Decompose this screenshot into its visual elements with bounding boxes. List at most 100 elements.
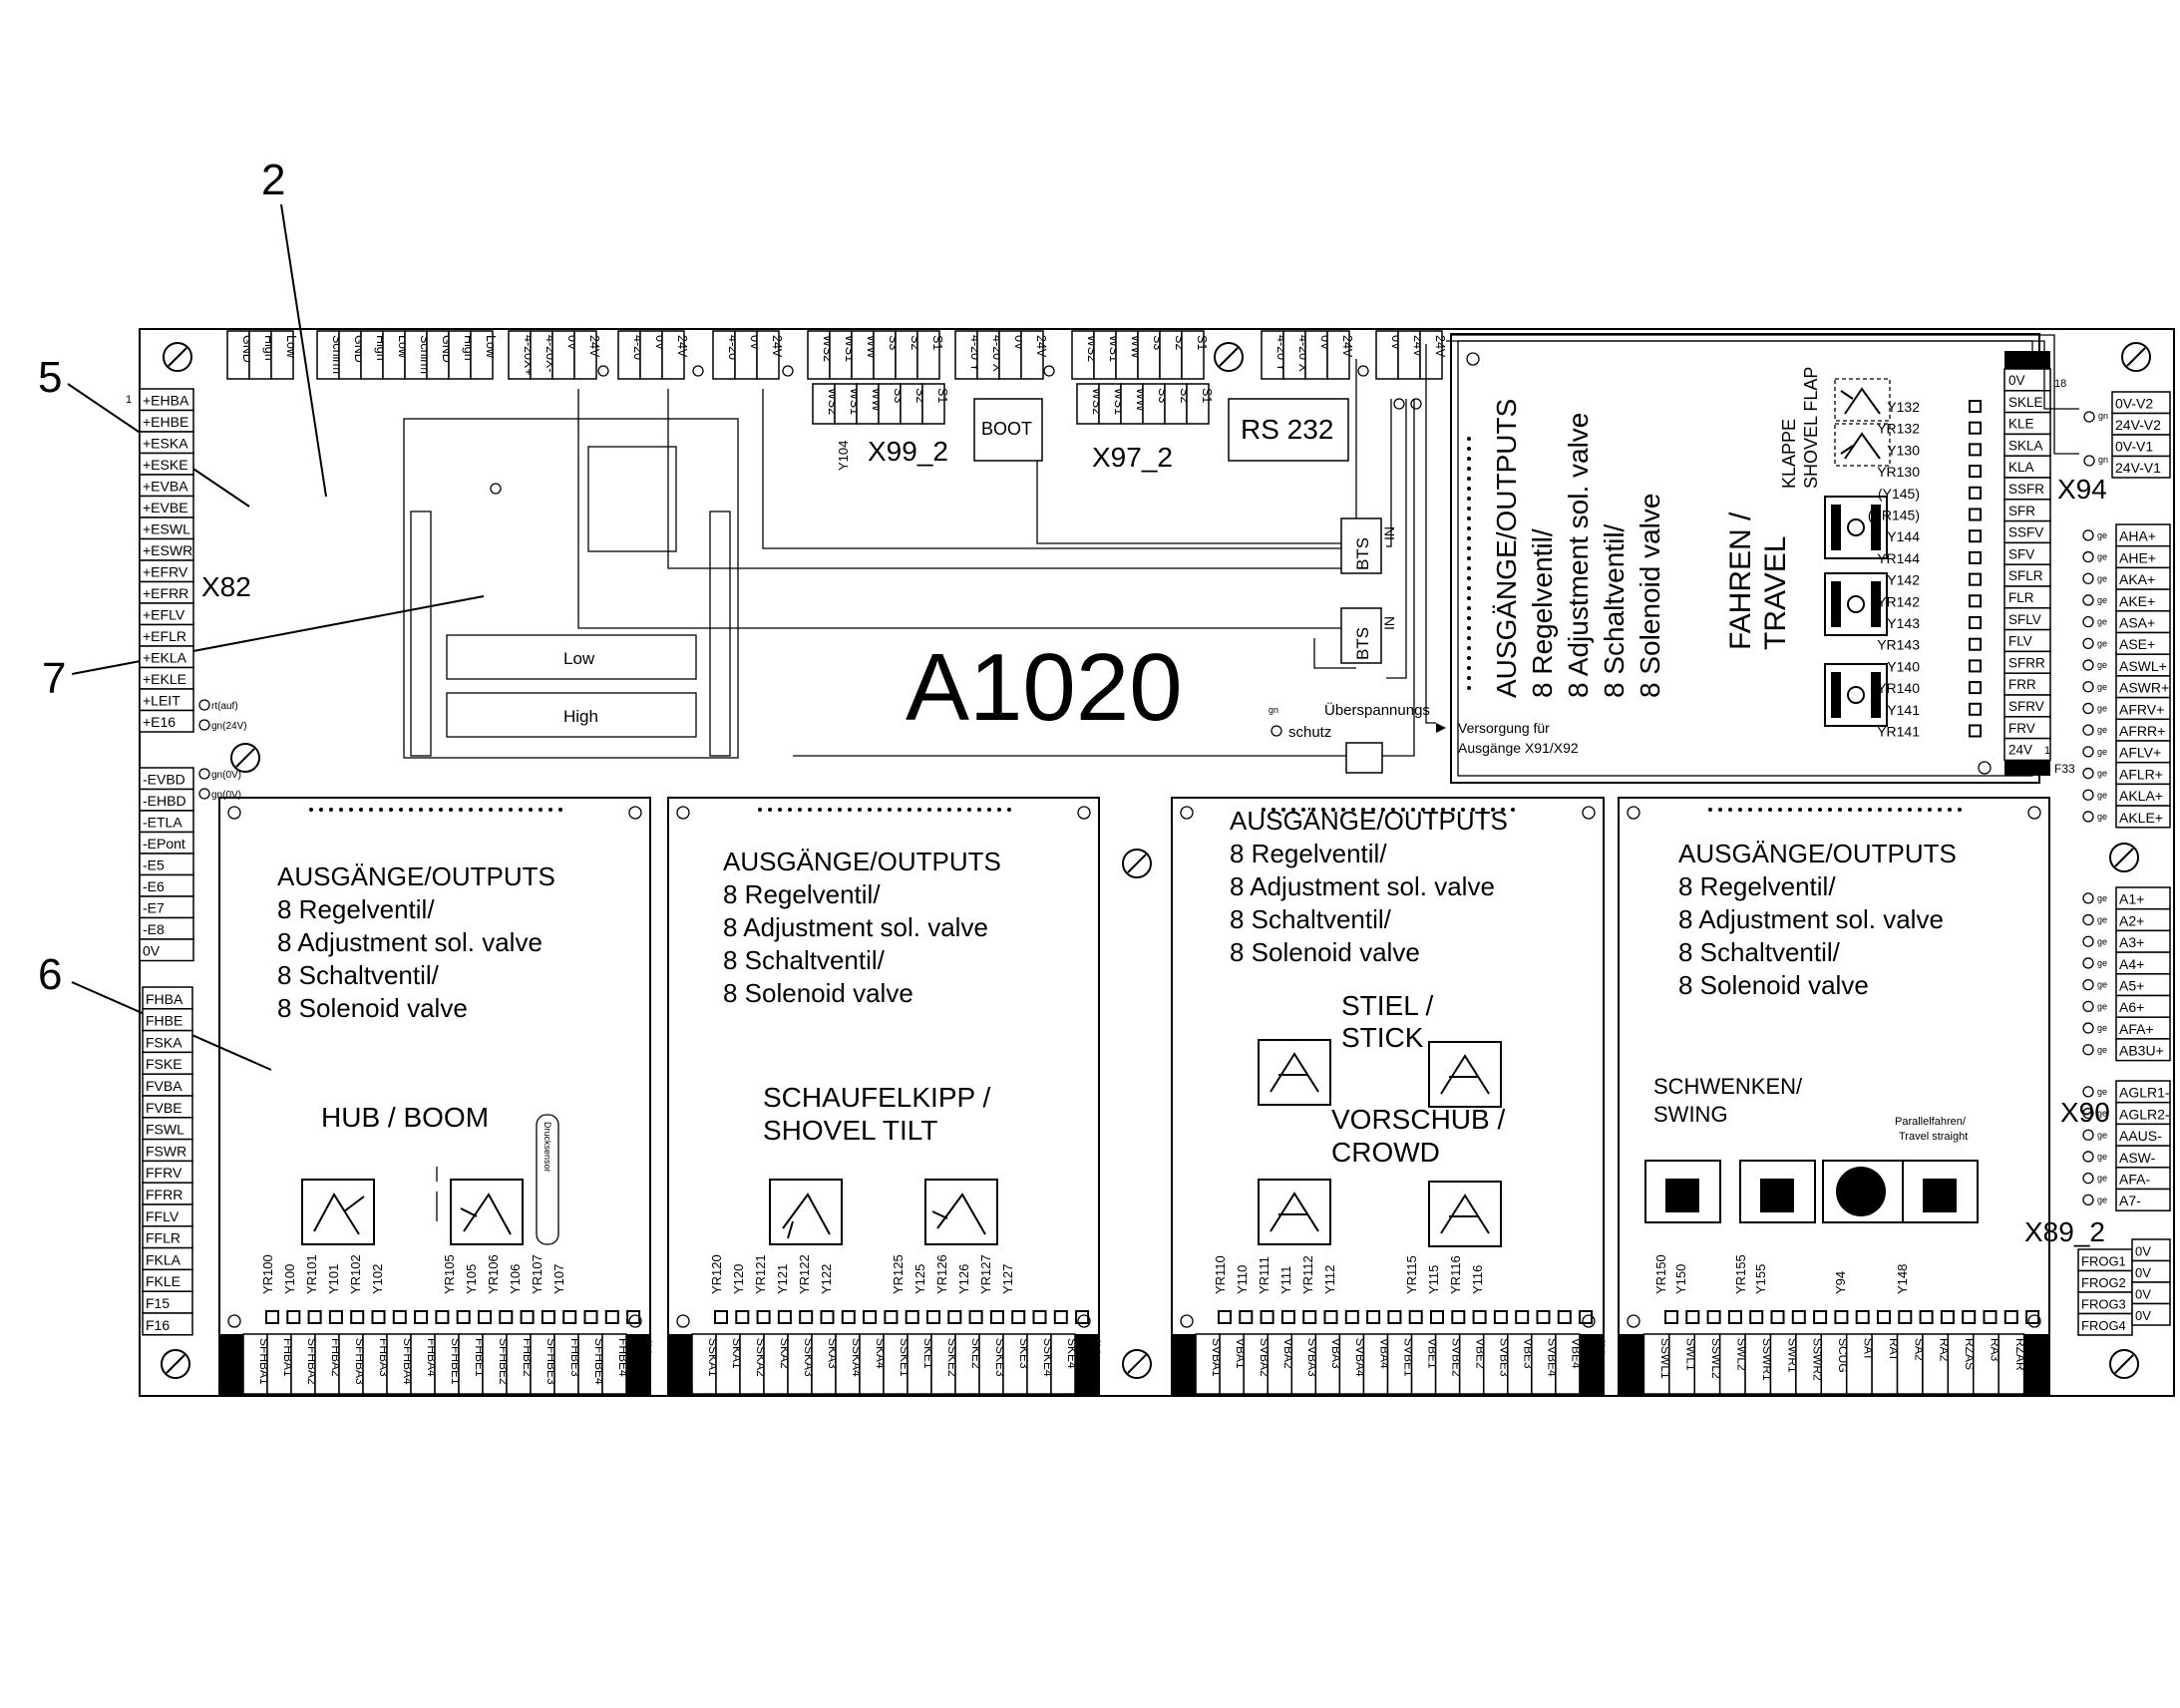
- pin-dot: [1461, 808, 1465, 812]
- terminal-label: A7-: [2119, 1193, 2141, 1208]
- pin-dot: [1467, 686, 1471, 690]
- terminal-label: 24V: [675, 335, 689, 358]
- pin-terminal: [1877, 1310, 1891, 1324]
- pin-dot: [1467, 566, 1471, 570]
- pin-terminal: [583, 1310, 598, 1324]
- pin-dot: [878, 808, 882, 812]
- terminal-label: F16: [146, 1317, 170, 1333]
- pin-dot: [519, 808, 523, 812]
- pin-dot: [558, 808, 562, 812]
- terminal-cell: [978, 1333, 1004, 1395]
- module-title: VORSCHUB /: [1331, 1104, 1505, 1135]
- pin-terminal: [328, 1310, 343, 1324]
- outputs-text: 8 Adjustment sol. valve: [723, 912, 988, 942]
- mount-hole: [1582, 1314, 1596, 1328]
- terminal-label: 0V: [143, 943, 161, 959]
- valve-label: YR106: [486, 1254, 501, 1294]
- led-label: ge: [2097, 1001, 2107, 1011]
- swing-icon: [1739, 1160, 1816, 1223]
- pin-dot: [1898, 808, 1902, 812]
- terminal-cell-edge: [219, 1334, 243, 1394]
- terminal-label: +EHBA: [143, 393, 189, 409]
- travel-forward-icon-track: [1871, 505, 1881, 550]
- terminal-label: +EKLE: [143, 671, 186, 687]
- terminal-label: AGLR2-: [2119, 1106, 2170, 1122]
- pin-terminal: [884, 1310, 899, 1324]
- pin-terminal: [478, 1310, 492, 1324]
- pin-dot: [808, 808, 812, 812]
- pin-dot: [1471, 808, 1475, 812]
- led-label: gn: [2098, 411, 2108, 421]
- pin-terminal: [1515, 1310, 1530, 1324]
- bus-high-label: High: [563, 707, 598, 726]
- wire: [1313, 638, 1356, 669]
- led-label: gn(0V): [211, 770, 241, 781]
- status-led: [2082, 1173, 2094, 1185]
- status-led: [198, 719, 210, 731]
- pin-dot: [1501, 808, 1505, 812]
- mount-hole: [227, 806, 241, 820]
- terminal-label: 0V: [2008, 373, 2025, 388]
- status-led: [2082, 1000, 2094, 1012]
- status-led: [2082, 681, 2094, 693]
- pin-dot: [1467, 676, 1471, 680]
- terminal-cell: [1947, 1333, 1975, 1395]
- valve-label: YR101: [304, 1254, 319, 1294]
- led-label: ge: [2097, 1174, 2107, 1184]
- pin-terminal: [1983, 1310, 1998, 1324]
- valve-label: YR142: [1877, 593, 1920, 609]
- outputs-text: AUSGÄNGE/OUTPUTS: [1230, 806, 1508, 836]
- pin-terminal: [1053, 1310, 1068, 1324]
- terminal-label: 0V: [2038, 1338, 2052, 1353]
- terminal-label: +LEIT: [143, 693, 181, 709]
- outputs-text: 8 Adjustment sol. valve: [1230, 871, 1495, 901]
- screw-icon: [2121, 342, 2151, 372]
- outputs-text: 8 Adjustment sol. valve: [277, 927, 543, 957]
- status-led: [2082, 1022, 2094, 1034]
- terminal-cell: [2111, 455, 2171, 479]
- pin-terminal: [1834, 1310, 1849, 1324]
- valve-terminal: [1969, 486, 1982, 500]
- pin-dot: [1467, 636, 1471, 640]
- valve-terminal: [1969, 702, 1982, 716]
- terminal-label: +EVBA: [143, 479, 188, 495]
- terminal-label: 0V-V1: [2115, 439, 2153, 455]
- boot-label: BOOT: [981, 419, 1032, 439]
- outputs-text: 8 Regelventil/: [1230, 839, 1387, 868]
- mount-hole: [1466, 352, 1480, 366]
- pin-dot: [1451, 808, 1455, 812]
- status-led: [2082, 594, 2094, 606]
- pin-dot: [1848, 808, 1852, 812]
- terminal-label: 0V: [2135, 1244, 2151, 1259]
- module-title: STIEL /: [1341, 990, 1434, 1021]
- status-led: [1393, 398, 1405, 410]
- pin-dot: [818, 808, 822, 812]
- terminal-label: ASW-: [2119, 1150, 2156, 1166]
- led-label: ge: [2097, 769, 2107, 779]
- surge-led: [1271, 725, 1282, 737]
- terminal-label: AFRV+: [2119, 701, 2164, 717]
- valve-label: YR130: [1877, 464, 1920, 480]
- travel-icon: [1824, 572, 1888, 636]
- pin-terminal: [820, 1310, 835, 1324]
- pin-terminal: [1962, 1310, 1977, 1324]
- terminal-label: AFA+: [2119, 1021, 2154, 1037]
- pin-dot: [449, 808, 453, 812]
- terminal-label: A1+: [2119, 891, 2144, 907]
- valve-label: Y101: [326, 1264, 341, 1294]
- valve-label: Y143: [1887, 615, 1920, 631]
- terminal-label: +ESWR: [143, 542, 192, 558]
- terminal-label: SSFR: [2008, 482, 2044, 497]
- x90-label: X90: [2060, 1097, 2110, 1128]
- led-label: ge: [2097, 725, 2107, 735]
- pin-dot: [1467, 606, 1471, 610]
- supply-label-2: Ausgänge X91/X92: [1458, 740, 1579, 756]
- pin-terminal: [1280, 1310, 1295, 1324]
- terminal-label: -E6: [143, 878, 165, 894]
- terminal-cell: [1050, 1333, 1076, 1395]
- pin-terminal: [1664, 1310, 1678, 1324]
- leader-2: [280, 203, 327, 498]
- terminal-cell: [1973, 1333, 1999, 1395]
- pressure-sensor-label: Drucksensor: [543, 1122, 552, 1173]
- status-led: [2082, 913, 2094, 926]
